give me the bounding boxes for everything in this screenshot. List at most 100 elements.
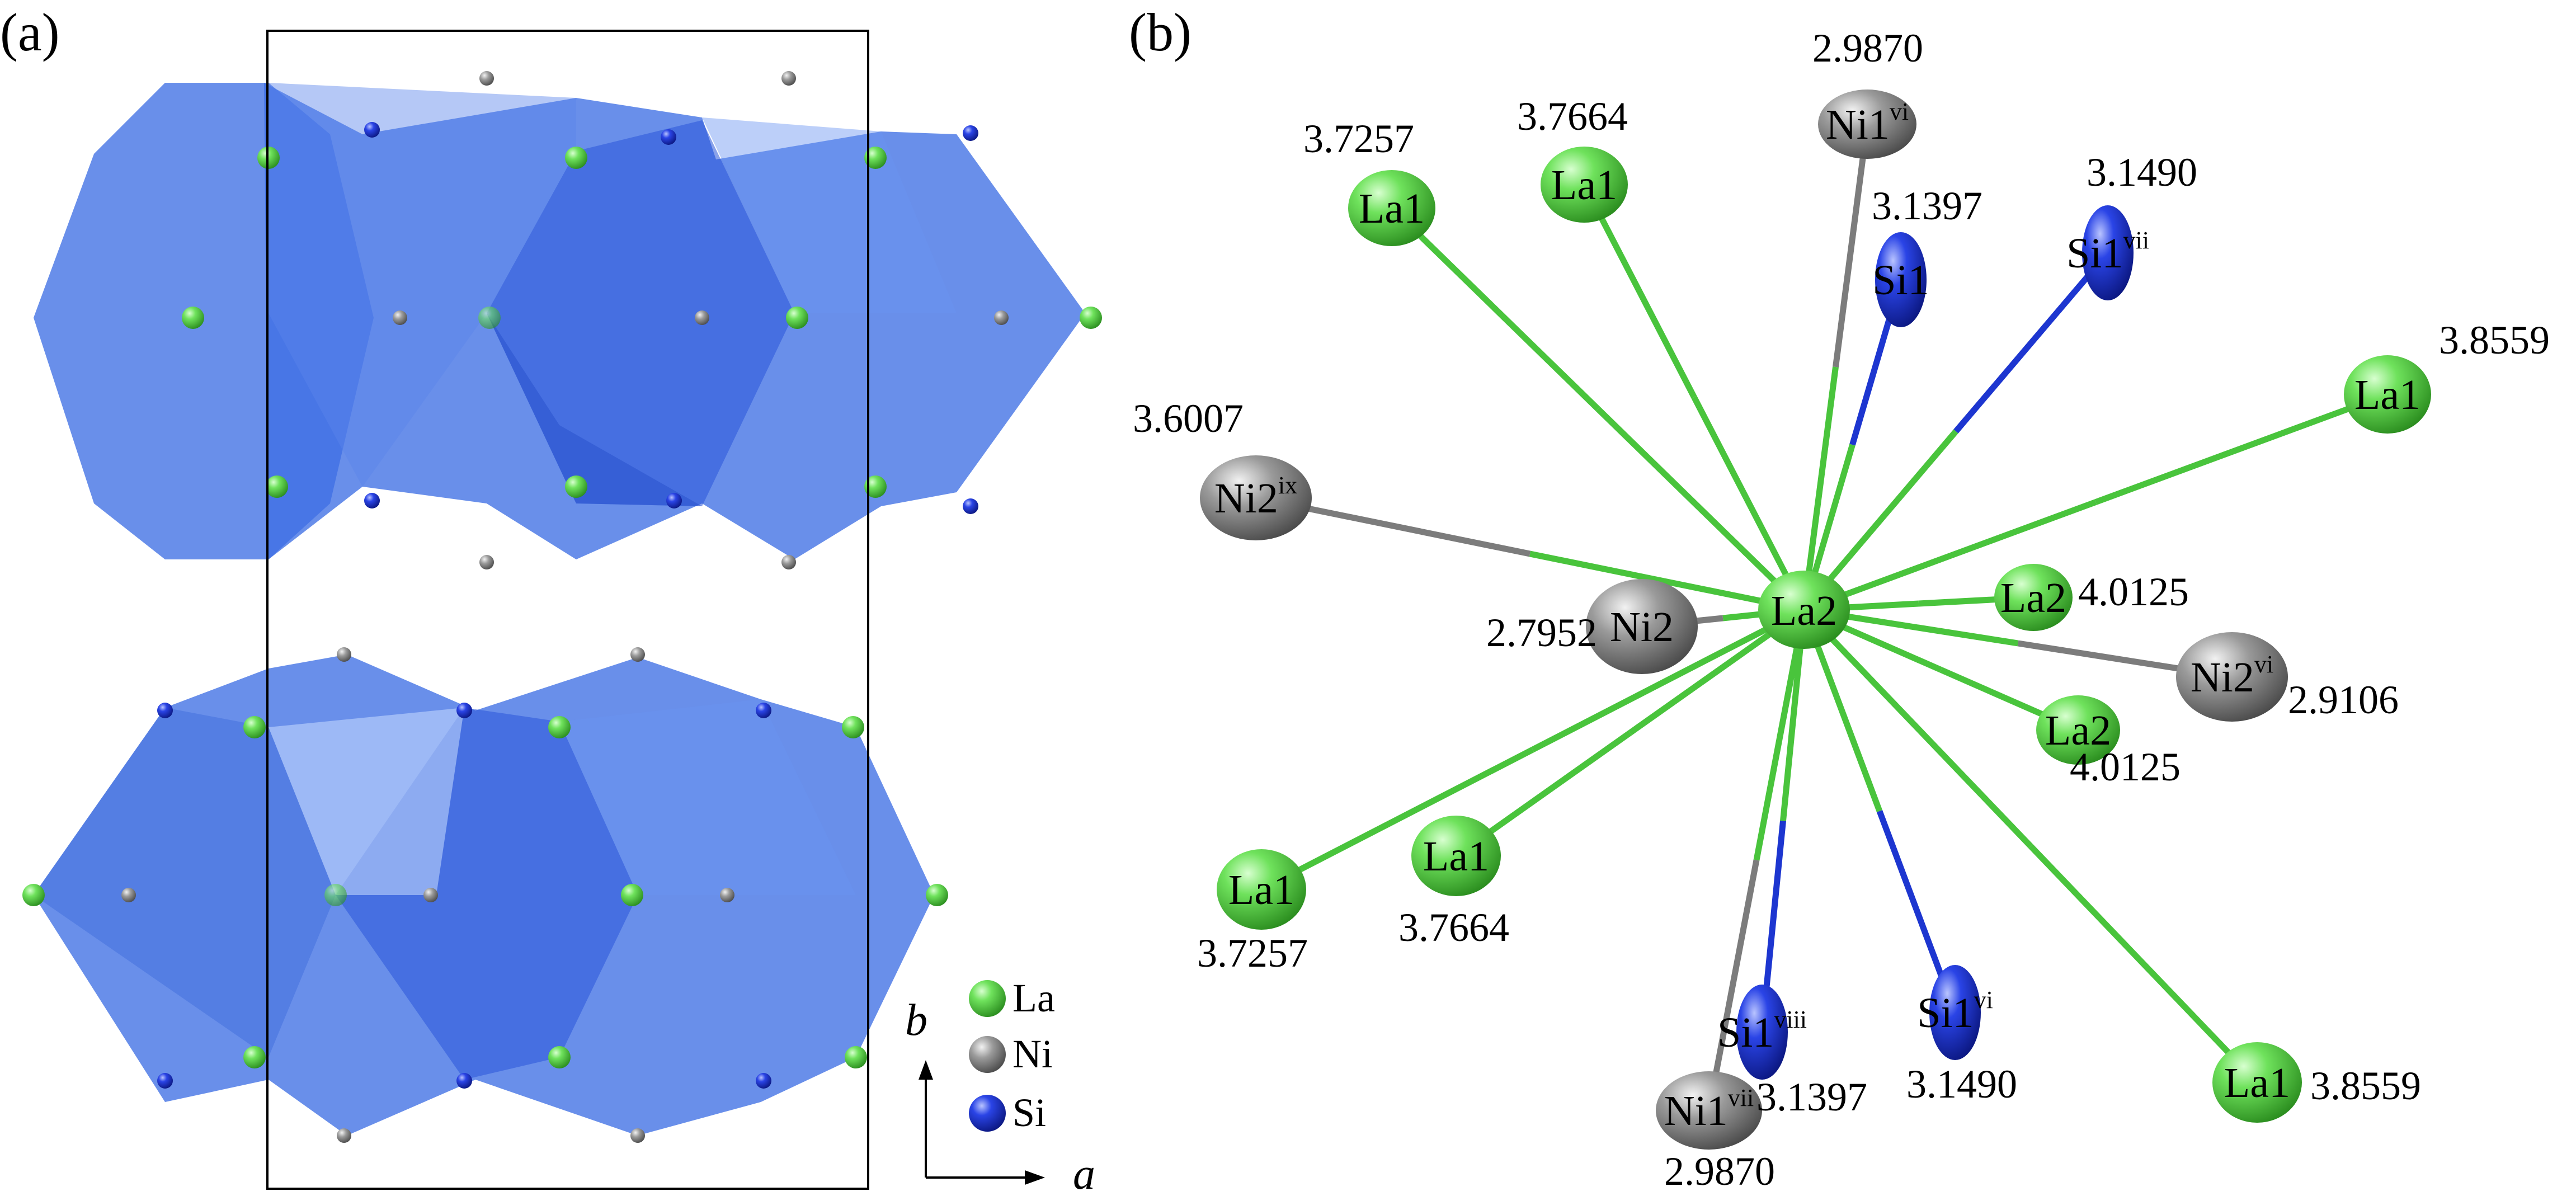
atom-ni xyxy=(337,647,351,662)
atom-la2-a xyxy=(1994,564,2073,631)
atom-si1-vii xyxy=(2082,205,2134,300)
atom-la xyxy=(548,1046,571,1068)
atom-la xyxy=(565,475,587,498)
bond-la1-bl-la2-half xyxy=(1531,607,1806,752)
center-atom-label: La2 xyxy=(1771,587,1837,634)
atom-la1-bl xyxy=(1217,849,1306,930)
atom-ni xyxy=(781,555,796,569)
atom-la xyxy=(243,1046,266,1068)
lower-face-left xyxy=(34,708,336,1057)
atom-superscript-ni1-top: vi xyxy=(1890,98,1909,125)
distance-label-la1-bm: 3.7664 xyxy=(1398,905,1509,950)
atom-label-si1-vii: Si1vii xyxy=(2066,227,2149,277)
atom-ni xyxy=(720,888,734,902)
atom-ni2-ix xyxy=(1200,455,1312,540)
distance-label-la2-a: 4.0125 xyxy=(2078,569,2189,614)
bond-la1-tl-la2-half xyxy=(1595,407,1806,612)
distance-label-ni2-ix: 3.6007 xyxy=(1133,396,1244,441)
bond-la1-tl-neighbor-half xyxy=(1390,206,1600,411)
upper-polyhedra xyxy=(34,83,1085,559)
lower-face-highlight xyxy=(269,708,464,895)
atom-ni1-vii xyxy=(1656,1071,1762,1150)
distance-label-si1-vii: 3.1490 xyxy=(2087,150,2197,195)
si-legend-marker xyxy=(969,1095,1006,1132)
ni-legend-label: Ni xyxy=(1012,1032,1053,1076)
a-axis-label: a xyxy=(1073,1150,1095,1196)
bond-ni2-ix-la2-half xyxy=(1529,550,1805,613)
atom-la xyxy=(621,884,643,906)
b-axis-arrowhead xyxy=(919,1060,933,1080)
upper-face-left xyxy=(269,83,576,487)
atom-si xyxy=(364,122,380,138)
atom-la1-br xyxy=(2212,1042,2302,1123)
upper-face-right xyxy=(702,117,957,313)
bond-ni1-top-la2-half xyxy=(1801,366,1839,610)
distance-label-si1-vi: 3.1490 xyxy=(1906,1062,2017,1106)
atom-ni xyxy=(695,310,709,325)
atom-la xyxy=(926,884,948,906)
atom-la xyxy=(864,147,887,169)
distance-label-la1-r: 3.8559 xyxy=(2439,318,2550,362)
distance-label-ni1-vii: 2.9870 xyxy=(1664,1149,1775,1194)
distance-label-la2-b: 4.0125 xyxy=(2070,745,2181,789)
atom-la xyxy=(266,475,288,498)
atom-si xyxy=(963,498,978,514)
bond-ni1-vii-la2-half xyxy=(1753,609,1807,861)
atom-la1-tl xyxy=(1348,170,1435,246)
bond-la1-br-neighbor-half xyxy=(2028,844,2259,1085)
atom-la xyxy=(845,1046,867,1068)
atom-si xyxy=(456,1073,472,1089)
atom-label-ni1-top: Ni1vi xyxy=(1826,98,1909,148)
upper-face-bottom xyxy=(487,313,702,506)
atom-ni xyxy=(479,555,494,569)
panel-a-label: (a) xyxy=(0,2,60,62)
legend: La Ni Si xyxy=(969,976,1055,1135)
atom-label-la1-br: La1 xyxy=(2224,1060,2290,1106)
atom-si1-vi xyxy=(1929,965,1981,1060)
atom-si xyxy=(157,703,173,718)
atom-la xyxy=(548,716,571,738)
atom-superscript-si1-vii: vii xyxy=(2123,227,2149,254)
atom-si xyxy=(963,125,978,141)
panel-a: (a) xyxy=(0,2,1102,1196)
distance-label-ni1-top: 2.9870 xyxy=(1812,26,1923,70)
atom-label-ni2-vi: Ni2vi xyxy=(2191,651,2273,701)
atom-la1-bm xyxy=(1411,816,1501,896)
la-legend-label: La xyxy=(1012,976,1055,1020)
atom-label-si1-top: Si1 xyxy=(1872,257,1929,304)
ni-legend-marker xyxy=(969,1036,1006,1073)
atom-si xyxy=(364,493,380,508)
atom-label-si1-vi: Si1vi xyxy=(1917,986,1993,1037)
atom-ni2-vi xyxy=(2176,632,2288,722)
atom-superscript-si1-viii: viii xyxy=(1774,1006,1807,1033)
center-atom-la2 xyxy=(1758,571,1850,649)
atom-label-la1-tm: La1 xyxy=(1551,162,1617,209)
distance-label-la1-tm: 3.7664 xyxy=(1517,94,1628,139)
atom-la xyxy=(842,716,864,738)
atom-ni xyxy=(630,647,645,662)
atom-ni xyxy=(630,1128,645,1143)
atom-label-la1-bl: La1 xyxy=(1228,867,1294,914)
atom-la xyxy=(565,147,587,169)
lower-face-right xyxy=(559,699,856,895)
atom-la xyxy=(864,475,887,498)
lower-polyhedra xyxy=(34,654,934,1136)
bond-la1-bl-neighbor-half xyxy=(1260,747,1534,892)
bond-si1-vii-neighbor-half xyxy=(1953,251,2111,434)
panel-b-label: (b) xyxy=(1129,2,1192,62)
center-atom: La2 xyxy=(1758,571,1850,649)
atom-si xyxy=(756,1073,771,1089)
distance-label-la1-br: 3.8559 xyxy=(2310,1063,2421,1108)
atom-ni2-c xyxy=(1586,579,1698,674)
atom-label-la2-a: La2 xyxy=(2000,575,2066,621)
atom-ni xyxy=(121,888,136,902)
atom-superscript-ni2-ix: ix xyxy=(1278,472,1297,499)
bond-la1-r-neighbor-half xyxy=(2094,391,2389,505)
distance-label-la1-bl: 3.7257 xyxy=(1197,931,1308,976)
atom-ni xyxy=(337,1128,351,1143)
